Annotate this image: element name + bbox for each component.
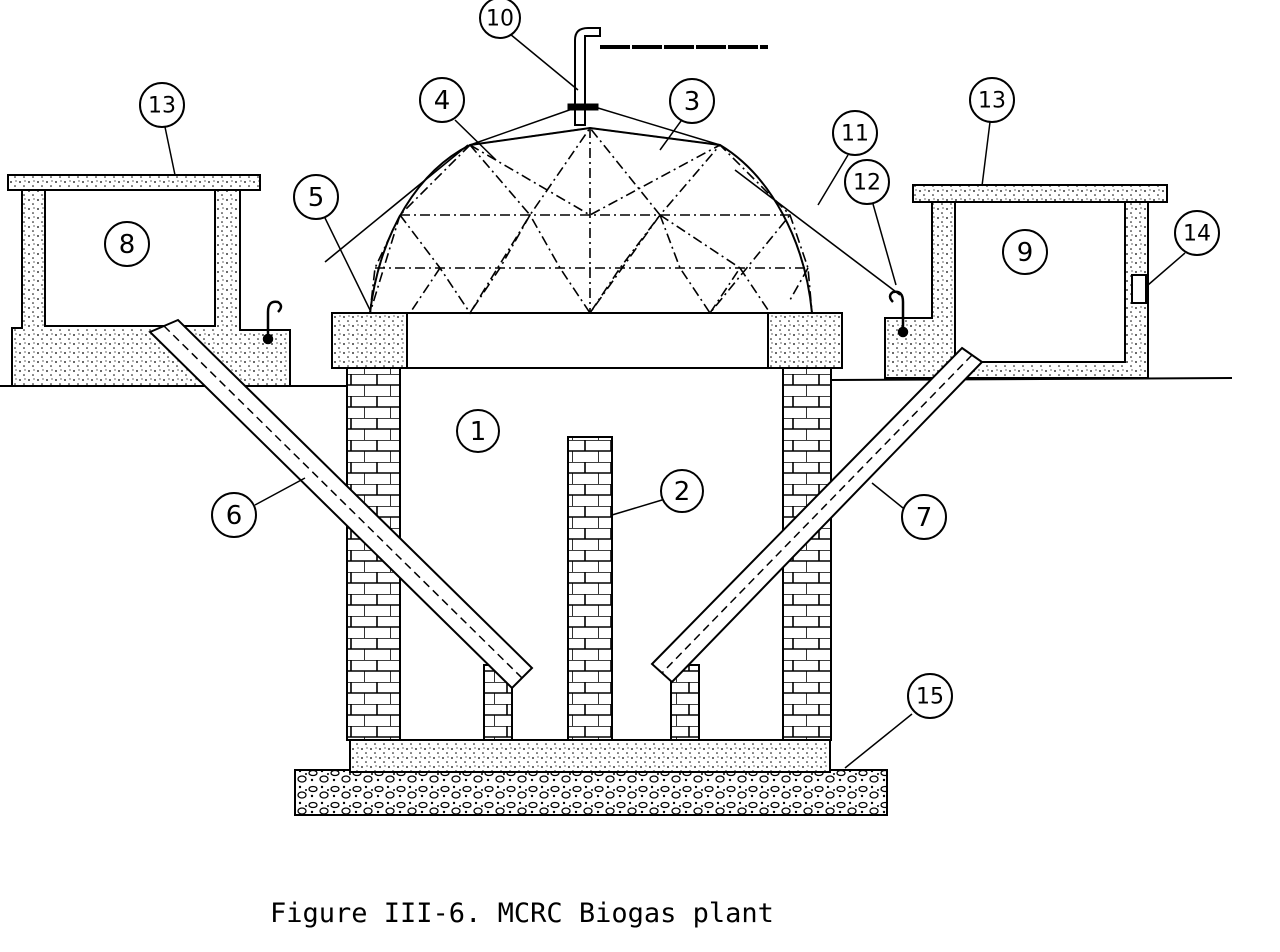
anchor-hook-right — [888, 290, 909, 338]
label-9: 9 — [1017, 238, 1034, 268]
partition-wall — [567, 436, 613, 741]
outlet-tank — [884, 184, 1168, 379]
label-13-left: 13 — [148, 94, 176, 119]
figure-caption: Figure III-6. MCRC Biogas plant — [270, 898, 774, 929]
label-13-right: 13 — [978, 89, 1006, 114]
geodesic-dome — [369, 126, 813, 315]
label-3: 3 — [684, 87, 701, 117]
leader-lines — [164, 33, 1186, 769]
gas-outlet-pipe — [469, 27, 768, 146]
label-14: 14 — [1183, 222, 1211, 247]
label-15: 15 — [916, 685, 944, 710]
label-4: 4 — [434, 86, 451, 116]
outlet-pipe — [650, 346, 984, 684]
base-slab — [349, 739, 831, 773]
label-5: 5 — [308, 183, 325, 213]
label-6: 6 — [226, 501, 243, 531]
label-1: 1 — [470, 417, 487, 447]
dome-ring-slab — [331, 312, 843, 369]
digester-walls — [346, 367, 832, 741]
inlet-tank — [7, 174, 291, 387]
overflow-outlet — [1131, 274, 1147, 304]
foundation — [294, 769, 888, 816]
callouts — [104, 0, 1220, 719]
guy-wires — [324, 144, 901, 296]
label-10: 10 — [486, 7, 514, 32]
label-12: 12 — [853, 171, 881, 196]
anchor-hook-left — [262, 300, 283, 345]
label-2: 2 — [674, 477, 691, 507]
label-11: 11 — [841, 122, 869, 147]
label-7: 7 — [916, 503, 933, 533]
inlet-pipe — [148, 318, 534, 690]
label-8: 8 — [119, 230, 136, 260]
